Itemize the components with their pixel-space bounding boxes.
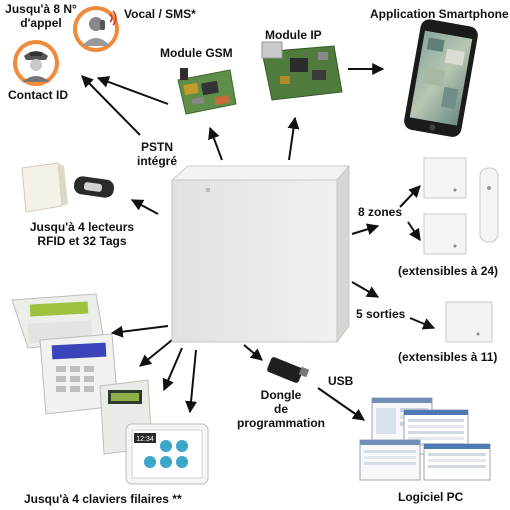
dongle-line1: Dongle <box>260 388 302 402</box>
pc-software-label: Logiciel PC <box>398 490 464 504</box>
zone-sensor-top <box>423 157 467 199</box>
gsm-module-image <box>177 68 237 115</box>
call-numbers-label: Jusqu'à 8 N° d'appel <box>2 2 80 30</box>
outputs-extensible-label: (extensibles à 11) <box>398 350 498 364</box>
dongle-label: Dongle de programmation <box>226 388 336 430</box>
rfid-reader-image <box>21 162 68 213</box>
arrow-to-dongle <box>243 344 263 361</box>
rfid-line2: RFID et 32 Tags <box>37 234 127 248</box>
contact-id-label: Contact ID <box>8 88 68 102</box>
ip-module-label: Module IP <box>265 28 322 42</box>
signal-waves-icon <box>109 10 117 26</box>
smartphone-image <box>404 19 478 137</box>
arrow-to-rfid <box>130 199 159 215</box>
arrow-to-contact-id <box>81 75 141 136</box>
phone-user-icon <box>73 6 119 52</box>
keypad-time-text: 12:34 <box>136 436 154 443</box>
dongle-line3: programmation <box>236 416 325 430</box>
arrow-to-gsm-module <box>208 126 223 161</box>
pstn-label: PSTN intégré <box>130 140 184 168</box>
zones-extensible-label: (extensibles à 24) <box>398 264 499 278</box>
keypad-lcd-blue <box>39 333 119 415</box>
dongle-image <box>267 357 310 383</box>
dongle-line2: de <box>273 402 288 416</box>
call-numbers-line1: Jusqu'à 8 N° <box>5 2 77 16</box>
contact-id-icon <box>13 40 59 86</box>
arrow-from-panel-outputs <box>351 281 380 298</box>
keypad-touchscreen: 12:34 <box>125 423 209 485</box>
arrow-to-keypad-2 <box>139 339 173 367</box>
keypad-lcd-green <box>11 293 105 349</box>
output-module-image <box>445 301 493 343</box>
arrow-to-ip-module <box>287 116 300 161</box>
zone-sensor-tall <box>479 167 499 243</box>
smartphone-app-label: Application Smartphone <box>370 7 509 21</box>
pstn-line2: intégré <box>136 154 177 168</box>
arrow-to-call-numbers <box>96 76 169 105</box>
pc-software-image <box>359 397 491 481</box>
arrow-to-pc <box>317 387 365 421</box>
keypads-label: Jusqu'à 4 claviers filaires ** <box>24 492 182 506</box>
zone-sensor-bottom <box>423 213 467 255</box>
rfid-line1: Jusqu'à 4 lecteurs <box>29 220 135 234</box>
control-panel <box>170 164 351 344</box>
ip-module-image <box>261 41 343 101</box>
rfid-label: Jusqu'à 4 lecteurs RFID et 32 Tags <box>14 220 150 248</box>
call-numbers-line2: d'appel <box>20 16 62 30</box>
usb-label: USB <box>328 374 354 388</box>
gsm-module-label: Module GSM <box>160 46 233 60</box>
pstn-line1: PSTN <box>140 140 173 154</box>
arrow-to-keypad-3 <box>162 347 183 392</box>
vocal-sms-label: Vocal / SMS* <box>124 7 196 21</box>
arrow-to-output-module <box>409 317 436 330</box>
arrow-from-panel-zones <box>351 223 380 235</box>
outputs-label: 5 sorties <box>356 307 406 321</box>
arrow-to-zones-bottom <box>407 221 421 241</box>
arrow-to-zones-top <box>399 185 421 208</box>
connection-arrows <box>81 63 436 421</box>
arrow-to-keypad-4 <box>185 349 198 414</box>
zones-label: 8 zones <box>358 205 403 219</box>
arrow-to-keypad-1 <box>110 325 169 338</box>
rfid-tag-image <box>73 176 115 198</box>
